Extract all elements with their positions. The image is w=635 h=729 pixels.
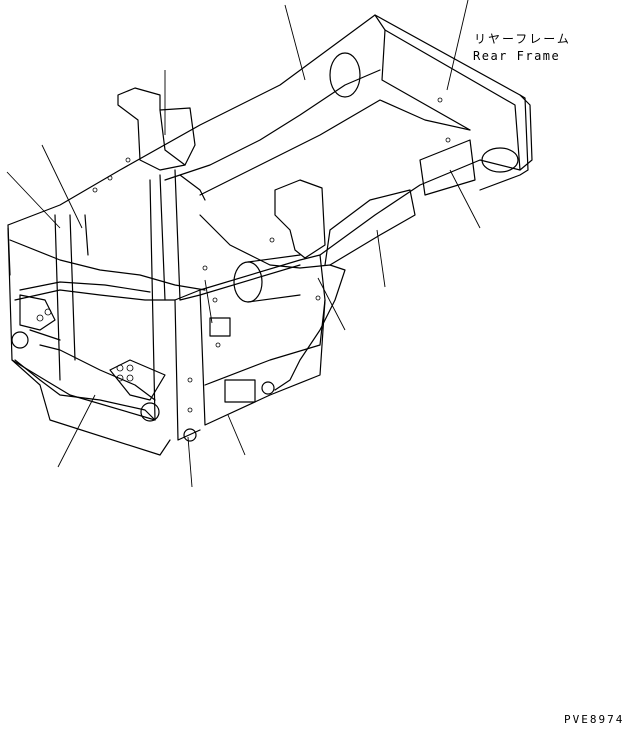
leader-lines <box>6 0 481 488</box>
part-label-japanese: リヤーフレーム <box>474 32 571 46</box>
frame-outline <box>7 14 533 456</box>
part-label-english: Rear Frame <box>473 49 561 63</box>
drawing-code: PVE8974 <box>564 713 625 726</box>
